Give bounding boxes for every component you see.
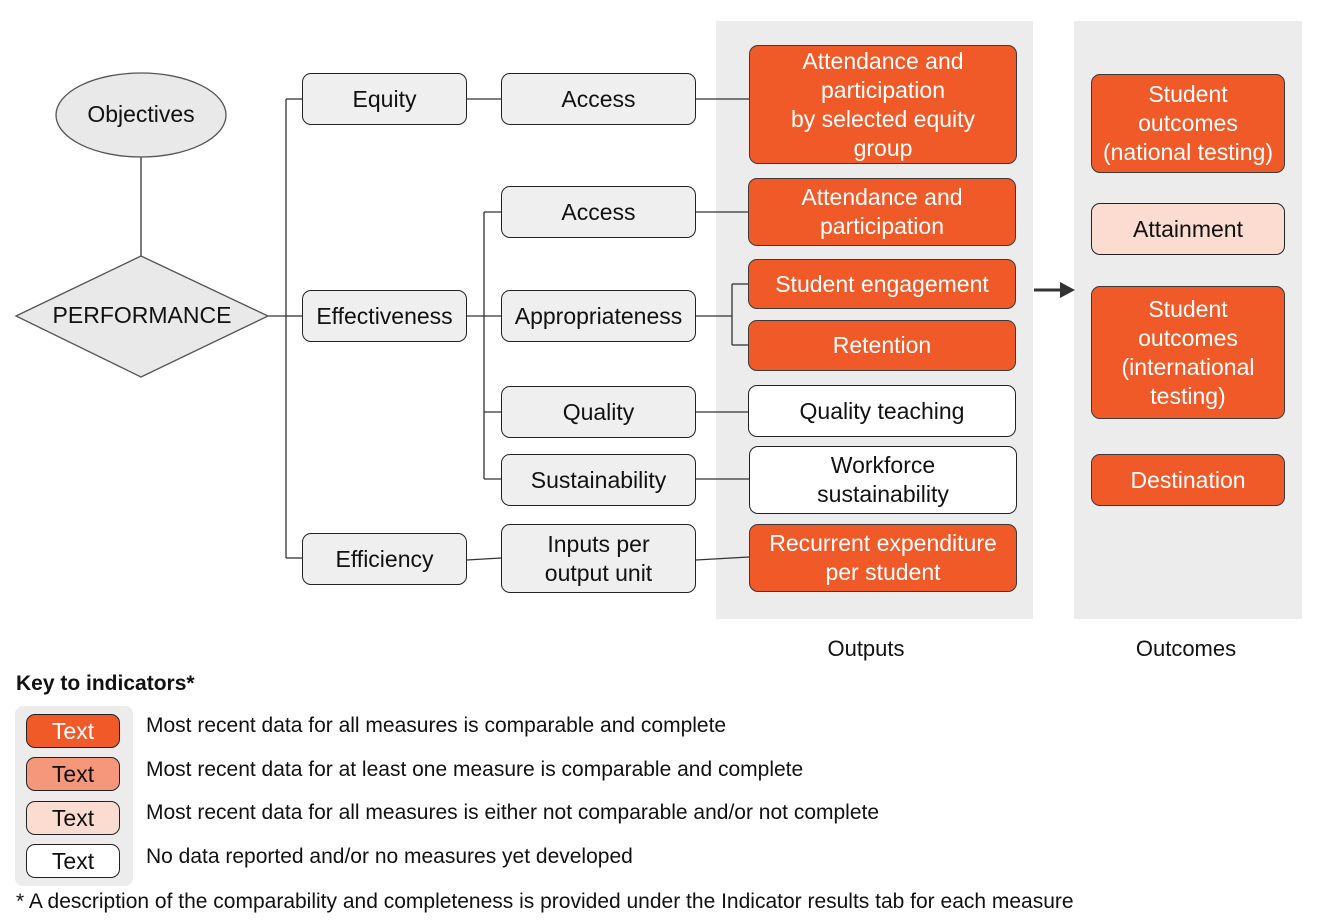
equity-access-box: Access	[501, 73, 696, 125]
objectives-ellipse	[55, 72, 227, 158]
output-workforce-sustainability: Workforce sustainability	[749, 446, 1017, 514]
efficiency-box: Efficiency	[302, 533, 467, 585]
key-swatch-not-comparable: Text	[26, 801, 120, 835]
outcome-attainment: Attainment	[1091, 203, 1285, 255]
outputs-label: Outputs	[827, 636, 905, 661]
output-quality-teaching: Quality teaching	[748, 385, 1016, 437]
efficiency-inputs-line	[466, 557, 502, 561]
key-swatch-comparable-complete: Text	[26, 714, 120, 748]
output-retention: Retention	[748, 320, 1016, 371]
equity-box: Equity	[302, 73, 467, 125]
performance-diamond	[14, 255, 270, 378]
outcomes-label: Outcomes	[1135, 636, 1237, 661]
performance-label: PERFORMANCE	[52, 302, 232, 328]
output-attendance: Attendance and participation	[748, 178, 1016, 246]
key-text-not-comparable: Most recent data for all measures is eit…	[146, 801, 880, 824]
footnote: * A description of the comparability and…	[16, 890, 1074, 913]
sustainability-box: Sustainability	[501, 454, 696, 506]
appropriateness-box: Appropriateness	[501, 290, 696, 342]
outcome-national-testing: Student outcomes (national testing)	[1091, 74, 1285, 173]
arrow-icon	[1060, 282, 1075, 298]
key-text-partial: Most recent data for at least one measur…	[146, 758, 804, 781]
effectiveness-box: Effectiveness	[302, 290, 467, 342]
outcome-destination: Destination	[1091, 454, 1285, 506]
key-text-comparable-complete: Most recent data for all measures is com…	[146, 714, 727, 737]
output-student-engagement: Student engagement	[748, 259, 1016, 309]
outcome-international-testing: Student outcomes (international testing)	[1091, 286, 1285, 419]
inputs-box: Inputs per output unit	[501, 524, 696, 593]
objectives-label: Objectives	[87, 101, 195, 127]
inputs-output-line	[695, 556, 750, 561]
output-recurrent-expenditure: Recurrent expenditure per student	[749, 524, 1017, 592]
key-swatch-partial: Text	[26, 757, 120, 791]
access-box: Access	[501, 186, 696, 238]
output-attendance-equity: Attendance and participation by selected…	[749, 45, 1017, 164]
key-swatch-no-data: Text	[26, 844, 120, 878]
quality-box: Quality	[501, 386, 696, 438]
key-title: Key to indicators*	[16, 672, 195, 695]
key-text-no-data: No data reported and/or no measures yet …	[146, 845, 633, 868]
